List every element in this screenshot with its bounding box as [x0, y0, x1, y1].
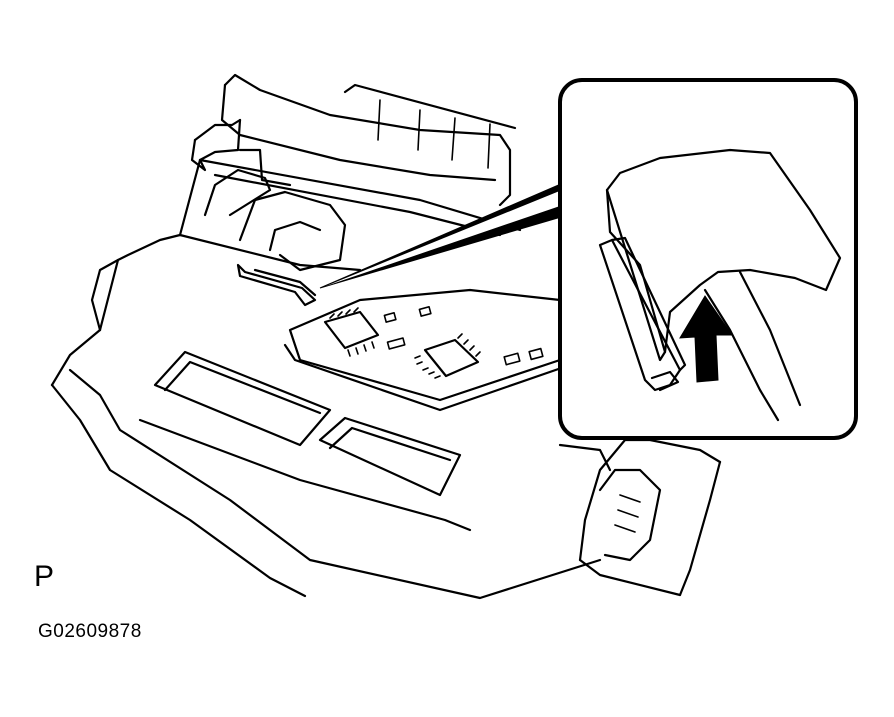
- chip-large: [423, 338, 480, 378]
- circuit-board: [283, 288, 582, 412]
- unit-housing: [50, 73, 602, 600]
- chip-small: [323, 310, 380, 350]
- magnified-inset: [558, 78, 858, 440]
- ribbon-cable-main: [203, 168, 347, 307]
- figure-code: G02609878: [38, 621, 142, 642]
- up-arrow-icon: [679, 295, 733, 383]
- side-bracket: [558, 438, 722, 597]
- connector-main: [236, 263, 317, 307]
- card-slots: [138, 350, 472, 532]
- callout-pointer: [319, 179, 571, 289]
- view-label: P: [34, 560, 55, 593]
